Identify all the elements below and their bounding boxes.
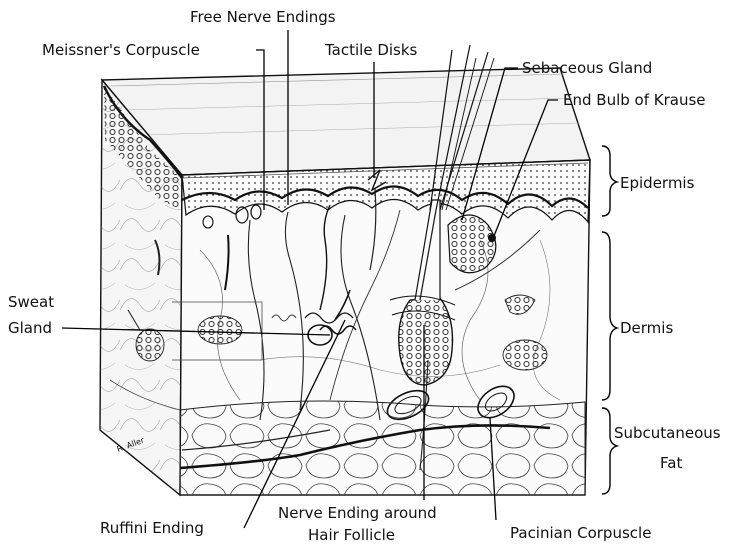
subcutaneous-fat-layer bbox=[180, 401, 585, 495]
label-free-nerve-endings: Free Nerve Endings bbox=[190, 8, 336, 26]
label-sebaceous-gland: Sebaceous Gland bbox=[522, 59, 652, 77]
label-subcutaneous-1: Subcutaneous bbox=[614, 424, 721, 442]
label-sweat-gland-2: Gland bbox=[8, 319, 52, 337]
epidermis-bracket bbox=[602, 146, 617, 216]
label-epidermis: Epidermis bbox=[620, 174, 695, 192]
label-dermis: Dermis bbox=[620, 319, 673, 337]
label-sweat-gland-1: Sweat bbox=[8, 293, 54, 311]
label-subcutaneous-2: Fat bbox=[660, 454, 682, 472]
label-ruffini-ending: Ruffini Ending bbox=[100, 519, 204, 537]
label-tactile-disks: Tactile Disks bbox=[324, 41, 418, 59]
label-pacinian-corpuscle: Pacinian Corpuscle bbox=[510, 524, 651, 542]
subcutaneous-bracket bbox=[602, 408, 617, 494]
label-nerve-ending-1: Nerve Ending around bbox=[278, 504, 437, 522]
label-end-bulb-of-krause: End Bulb of Krause bbox=[563, 91, 706, 109]
skin-block: R. Aller bbox=[100, 45, 590, 495]
label-meissners-corpuscle: Meissner's Corpuscle bbox=[42, 41, 200, 59]
dermis-bracket bbox=[602, 232, 617, 400]
label-nerve-ending-2: Hair Follicle bbox=[308, 526, 395, 544]
